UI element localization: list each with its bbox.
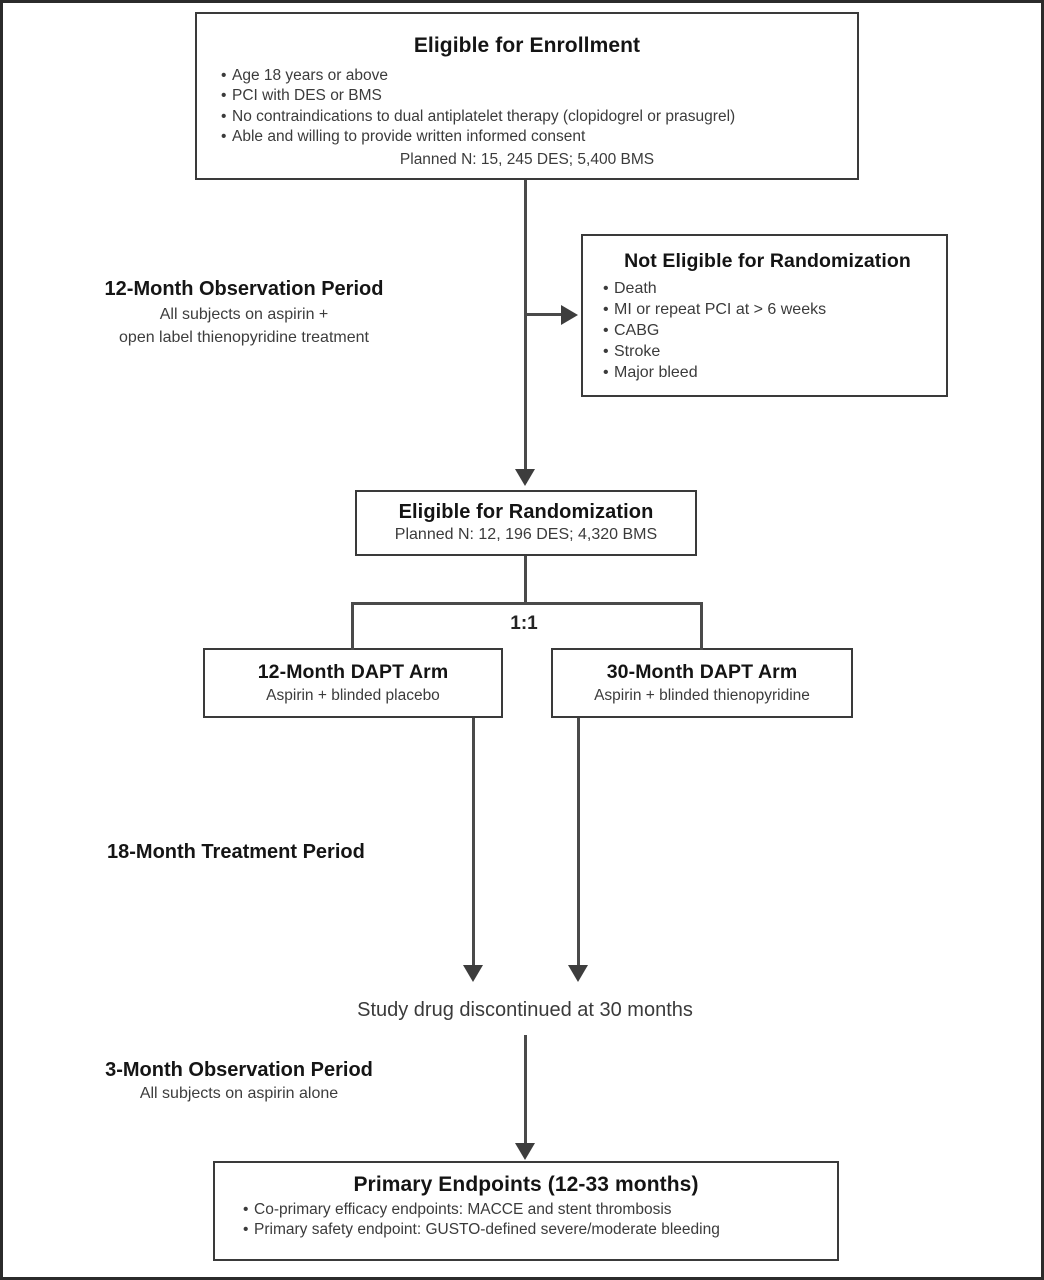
list-item: Age 18 years or above [207, 66, 847, 86]
node-title: 30-Month DAPT Arm [606, 661, 798, 683]
arrowhead-icon-arm30 [568, 965, 588, 982]
annotation-line: open label thienopyridine treatment [119, 329, 369, 347]
connector-branch-to-not-eligible [524, 313, 564, 316]
annotation-header: 18-Month Treatment Period [107, 841, 365, 863]
node-eligible-for-randomization: Eligible for Randomization Planned N: 12… [355, 490, 697, 556]
node-not-eligible-for-randomization: Not Eligible for Randomization Death MI … [581, 234, 948, 397]
connector-arm30-to-discontinued [577, 718, 580, 971]
annotation-header: 12-Month Observation Period [104, 278, 384, 300]
node-title: Not Eligible for Randomization [624, 250, 911, 272]
list-item: Stroke [599, 341, 936, 362]
annotation-header: 3-Month Observation Period [105, 1059, 373, 1081]
node-bullet-list: Age 18 years or above PCI with DES or BM… [207, 66, 847, 148]
node-subtitle: Aspirin + blinded placebo [266, 687, 440, 704]
node-primary-endpoints: Primary Endpoints (12-33 months) Co-prim… [213, 1161, 839, 1261]
list-item: MI or repeat PCI at > 6 weeks [599, 299, 936, 320]
node-subtitle: Aspirin + blinded thienopyridine [594, 687, 810, 704]
arrowhead-icon-to-not-eligible [561, 305, 578, 325]
annotation-18-month-treatment-period: 18-Month Treatment Period [107, 841, 365, 864]
annotation-12-month-observation-period: 12-Month Observation Period All subjects… [79, 278, 409, 349]
list-item: Co-primary efficacy endpoints: MACCE and… [225, 1200, 827, 1220]
connector-randomization-to-split [524, 556, 527, 604]
connector-split-bus [351, 602, 703, 605]
connector-discontinued-to-endpoints [524, 1035, 527, 1147]
annotation-study-drug-discontinued: Study drug discontinued at 30 months [3, 999, 1041, 1022]
connector-split-left-drop [351, 602, 354, 650]
list-item: Primary safety endpoint: GUSTO-defined s… [225, 1220, 827, 1240]
list-item: No contraindications to dual antiplatele… [207, 107, 847, 127]
node-title: 12-Month DAPT Arm [257, 661, 449, 683]
node-eligible-for-enrollment: Eligible for Enrollment Age 18 years or … [195, 12, 859, 180]
annotation-line: All subjects on aspirin + [159, 306, 329, 323]
node-title: Primary Endpoints (12-33 months) [353, 1173, 699, 1196]
connector-arm12-to-discontinued [472, 718, 475, 971]
label-randomization-ratio: 1:1 [510, 613, 538, 634]
list-item: Death [599, 278, 936, 299]
annotation-line: All subjects on aspirin alone [139, 1085, 339, 1102]
node-bullet-list: Death MI or repeat PCI at > 6 weeks CABG… [599, 278, 936, 384]
connector-split-right-drop [700, 602, 703, 650]
list-item: Major bleed [599, 362, 936, 383]
list-item: CABG [599, 320, 936, 341]
node-30-month-dapt-arm: 30-Month DAPT Arm Aspirin + blinded thie… [551, 648, 853, 718]
list-item: PCI with DES or BMS [207, 86, 847, 106]
node-title: Eligible for Enrollment [413, 34, 641, 57]
arrowhead-icon-arm12 [463, 965, 483, 982]
node-subtitle-planned-n: Planned N: 12, 196 DES; 4,320 BMS [394, 526, 658, 543]
arrowhead-icon-to-endpoints [515, 1143, 535, 1160]
node-bullet-list: Co-primary efficacy endpoints: MACCE and… [225, 1200, 827, 1241]
annotation-line: Study drug discontinued at 30 months [357, 999, 693, 1021]
connector-enrollment-to-randomization [524, 180, 527, 483]
node-footer-planned-n: Planned N: 15, 245 DES; 5,400 BMS [399, 150, 655, 168]
arrowhead-icon-to-randomization [515, 469, 535, 486]
list-item: Able and willing to provide written info… [207, 127, 847, 147]
node-12-month-dapt-arm: 12-Month DAPT Arm Aspirin + blinded plac… [203, 648, 503, 718]
node-title: Eligible for Randomization [398, 501, 654, 523]
annotation-3-month-observation-period: 3-Month Observation Period All subjects … [79, 1059, 399, 1105]
